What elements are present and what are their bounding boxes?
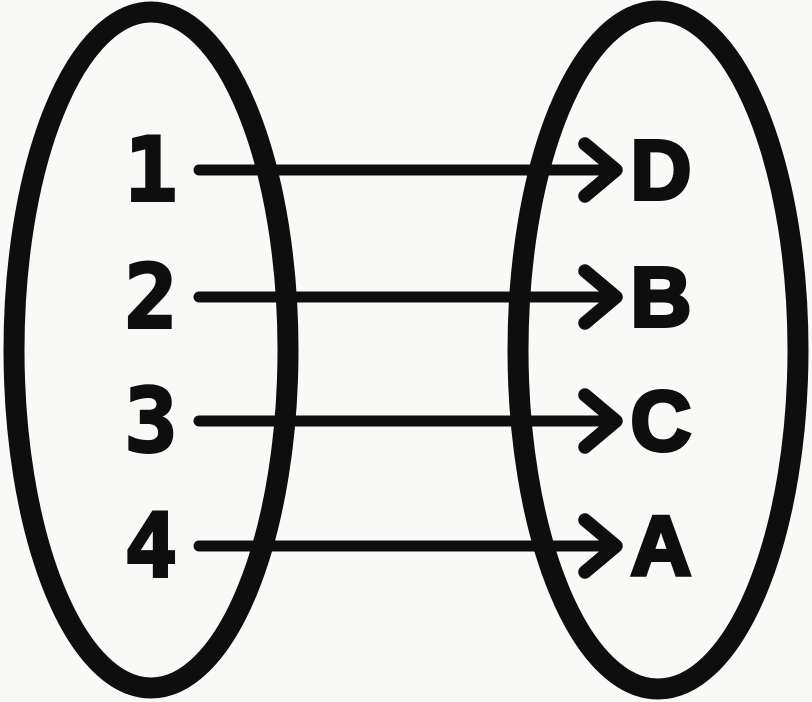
arrow-head-icon <box>578 137 623 203</box>
right-element-label: A <box>631 499 692 593</box>
arrow-head-icon <box>578 388 623 454</box>
mapping-row-1: 1 D <box>123 117 693 223</box>
mapping-row-2: 2 B <box>123 244 693 350</box>
left-element-label: 4 <box>125 495 178 598</box>
right-set-ellipse <box>507 0 809 700</box>
left-element-label: 3 <box>125 370 178 473</box>
right-element-label: D <box>631 123 692 217</box>
arrow-head-icon <box>578 264 623 330</box>
left-set-ellipse <box>3 1 299 699</box>
right-element-label: C <box>631 374 692 468</box>
left-element-label: 2 <box>125 246 178 349</box>
arrow-head-icon <box>578 513 623 579</box>
mapping-row-3: 3 C <box>123 368 693 474</box>
right-element-label: B <box>631 250 692 344</box>
left-element-label: 1 <box>125 119 178 222</box>
mapping-row-4: 4 A <box>123 493 693 599</box>
